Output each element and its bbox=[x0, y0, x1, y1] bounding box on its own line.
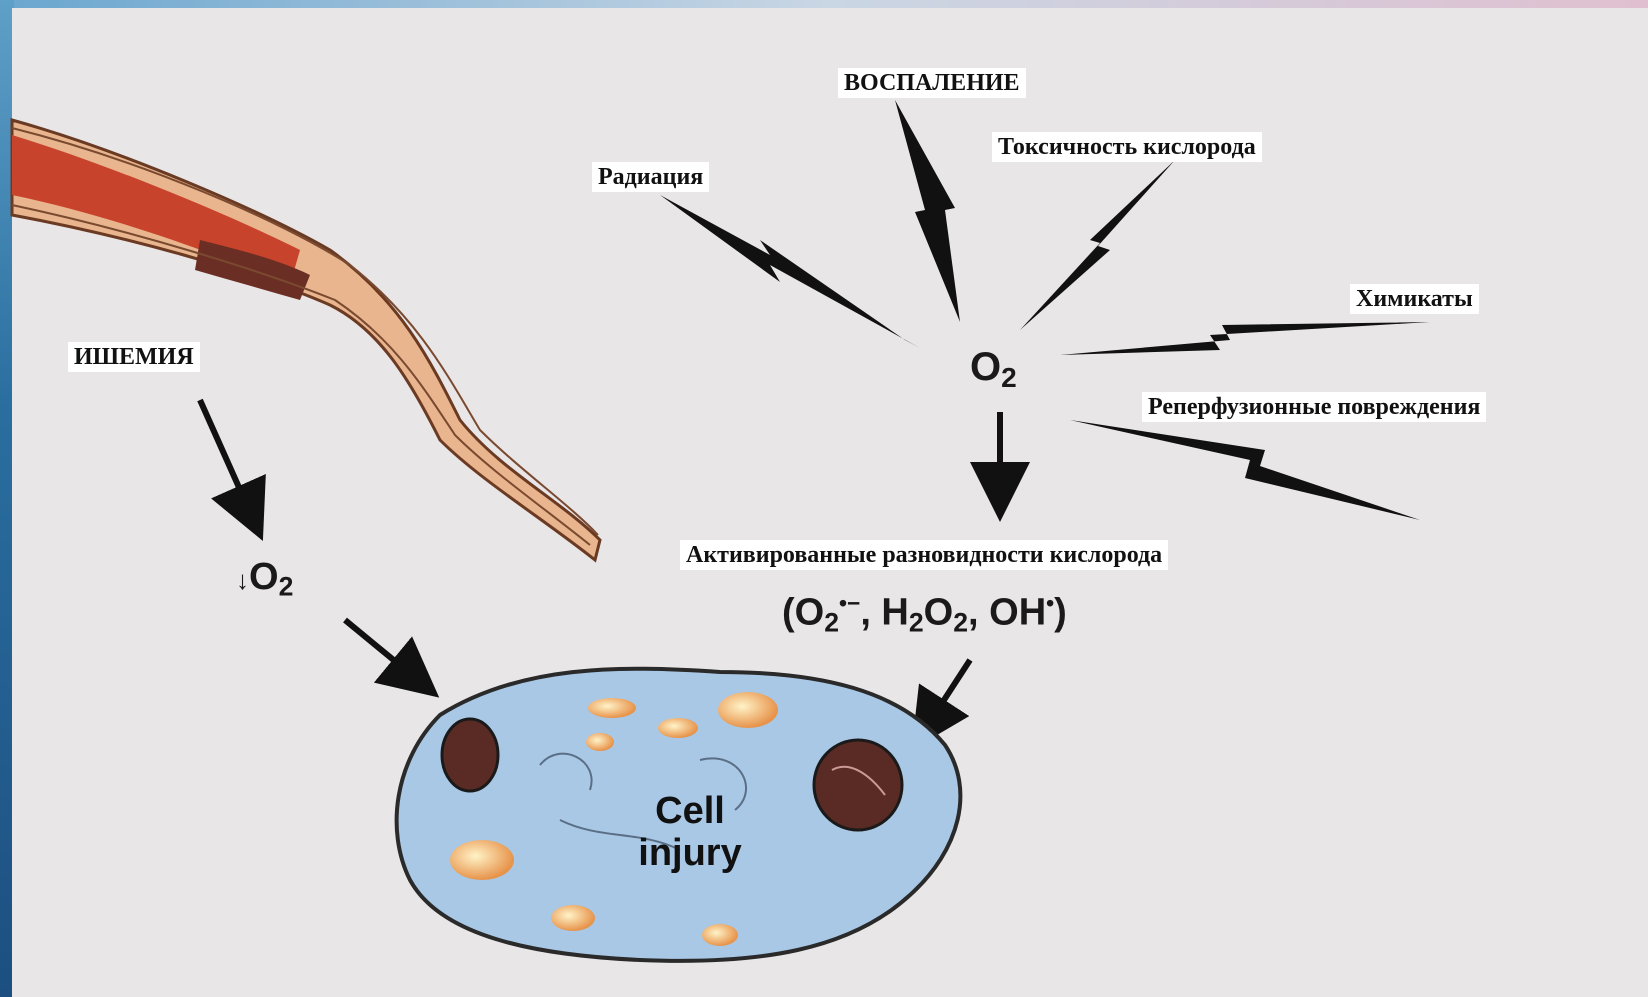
o2-decreased: ↓O2 bbox=[236, 556, 293, 603]
cell-injury-label: Cell injury bbox=[610, 790, 770, 874]
lightning-bolts bbox=[660, 100, 1430, 520]
label-chemicals: Химикаты bbox=[1350, 284, 1479, 314]
mitochondrion-left bbox=[442, 719, 498, 791]
label-reperfusion: Реперфузионные повреждения bbox=[1142, 392, 1486, 422]
label-activated-oxygen: Активированные разновидности кислорода bbox=[680, 540, 1168, 570]
ros-formula: (O2•−, H2O2, OH•) bbox=[782, 590, 1067, 638]
mitochondrion-right bbox=[814, 740, 902, 830]
arrow-low-o2-to-cell bbox=[345, 620, 430, 690]
label-inflammation: ВОСПАЛЕНИЕ bbox=[838, 68, 1026, 98]
label-oxygen-toxicity: Токсичность кислорода bbox=[992, 132, 1262, 162]
bolt-radiation bbox=[660, 195, 920, 348]
label-ischemia: ИШЕМИЯ bbox=[68, 342, 200, 372]
o2-center: O2 bbox=[970, 345, 1017, 394]
bolt-oxygen-toxicity bbox=[1020, 160, 1175, 330]
label-radiation: Радиация bbox=[592, 162, 709, 192]
arrow-ischemia-down bbox=[200, 400, 258, 530]
cell-label-line1: Cell bbox=[610, 790, 770, 832]
down-arrow-icon: ↓ bbox=[236, 565, 249, 595]
cell-label-line2: injury bbox=[610, 832, 770, 874]
blood-vessel bbox=[12, 120, 600, 560]
bolt-reperfusion bbox=[1070, 420, 1420, 520]
bolt-inflammation bbox=[895, 100, 960, 322]
bolt-chemicals bbox=[1060, 322, 1430, 355]
